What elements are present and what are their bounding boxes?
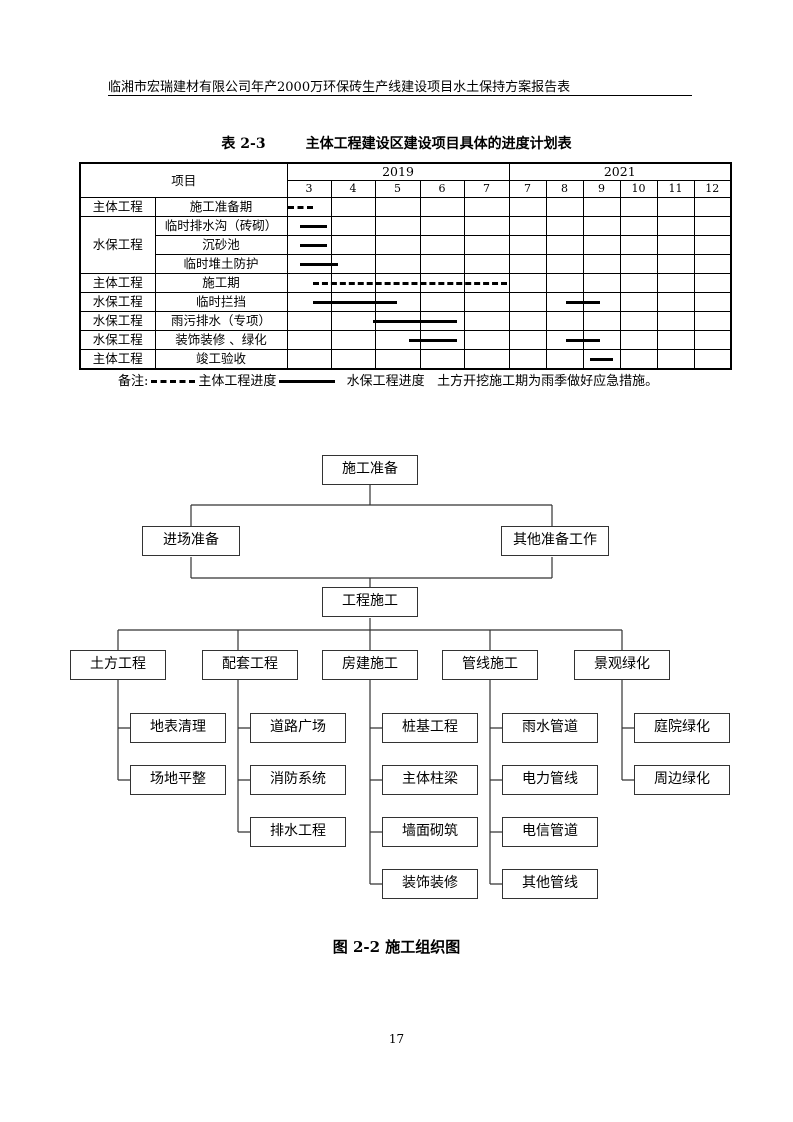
org-connectors	[117, 484, 634, 885]
row-group: 水保工程	[79, 216, 156, 274]
running-header: 临湘市宏瑞建材有限公司年产2000万环保砖生产线建设项目水土保持方案报告表	[108, 80, 571, 95]
row-item: 雨污排水（专项）	[154, 311, 288, 331]
header-rule	[108, 95, 692, 96]
figure-caption: 图 2-2 施工组织图	[332, 938, 461, 956]
note-prefix: 备注:	[118, 374, 149, 389]
org-node-leaf: 排水工程	[250, 817, 346, 847]
dashed-legend-line	[151, 380, 196, 383]
row-item: 装饰装修 、绿化	[154, 330, 288, 350]
org-node-leaf: 庭院绿化	[634, 713, 730, 743]
org-node-branch: 配套工程	[202, 650, 298, 680]
row-item: 竣工验收	[154, 349, 288, 370]
org-node-branch: 土方工程	[70, 650, 166, 680]
row-item: 临时堆土防护	[154, 254, 288, 274]
org-node-leaf: 地表清理	[130, 713, 226, 743]
org-connector	[489, 680, 502, 885]
org-node-root: 施工准备	[322, 455, 418, 485]
solid-legend-line	[279, 380, 336, 383]
schedule-cell	[693, 330, 732, 350]
org-connector	[621, 680, 634, 781]
org-node-leaf: 周边绿化	[634, 765, 730, 795]
org-node-leaf: 主体柱梁	[382, 765, 478, 795]
org-node-leaf: 电信管道	[502, 817, 598, 847]
table-row: 主体工程施工准备期	[79, 197, 732, 217]
org-node-branch: 管线施工	[442, 650, 538, 680]
row-group: 水保工程	[79, 330, 156, 350]
item-header: 项目	[79, 162, 288, 198]
org-node-prep: 进场准备	[142, 526, 240, 556]
row-group: 水保工程	[79, 311, 156, 331]
org-node-branch: 景观绿化	[574, 650, 670, 680]
org-node-branch: 房建施工	[322, 650, 418, 680]
row-group: 主体工程	[79, 197, 156, 217]
org-node-leaf: 装饰装修	[382, 869, 478, 899]
org-node-construction: 工程施工	[322, 587, 418, 617]
org-node-leaf: 场地平整	[130, 765, 226, 795]
org-connector	[237, 680, 250, 833]
org-node-leaf: 电力管线	[502, 765, 598, 795]
row-item: 临时拦挡	[154, 292, 288, 312]
table-note: 备注: 主体工程进度 水保工程进度 土方开挖施工期为雨季做好应急措施。	[118, 370, 658, 389]
org-node-leaf: 消防系统	[250, 765, 346, 795]
table-caption: 主体工程建设区建设项目具体的进度计划表	[305, 136, 572, 152]
main-progress-label: 主体工程进度	[198, 374, 277, 389]
org-connector	[117, 680, 130, 781]
table-title: 表 2-3 主体工程建设区建设项目具体的进度计划表	[0, 133, 793, 153]
table-row: 临时堆土防护	[80, 254, 732, 274]
org-node-leaf: 墙面砌筑	[382, 817, 478, 847]
org-connector	[369, 680, 382, 885]
org-node-prep: 其他准备工作	[501, 526, 609, 556]
schedule-cell	[693, 349, 732, 370]
org-node-leaf: 其他管线	[502, 869, 598, 899]
org-node-leaf: 桩基工程	[382, 713, 478, 743]
org-node-leaf: 道路广场	[250, 713, 346, 743]
page-number: 17	[388, 1032, 405, 1046]
table-row: 沉砂池	[80, 235, 732, 255]
row-group: 主体工程	[79, 349, 156, 370]
table-row: 水保工程装饰装修 、绿化	[79, 330, 732, 350]
table-number: 表 2-3	[221, 136, 266, 152]
org-node-leaf: 雨水管道	[502, 713, 598, 743]
soil-progress-label: 水保工程进度	[346, 374, 425, 389]
note-remark: 土方开挖施工期为雨季做好应急措施。	[437, 374, 659, 389]
